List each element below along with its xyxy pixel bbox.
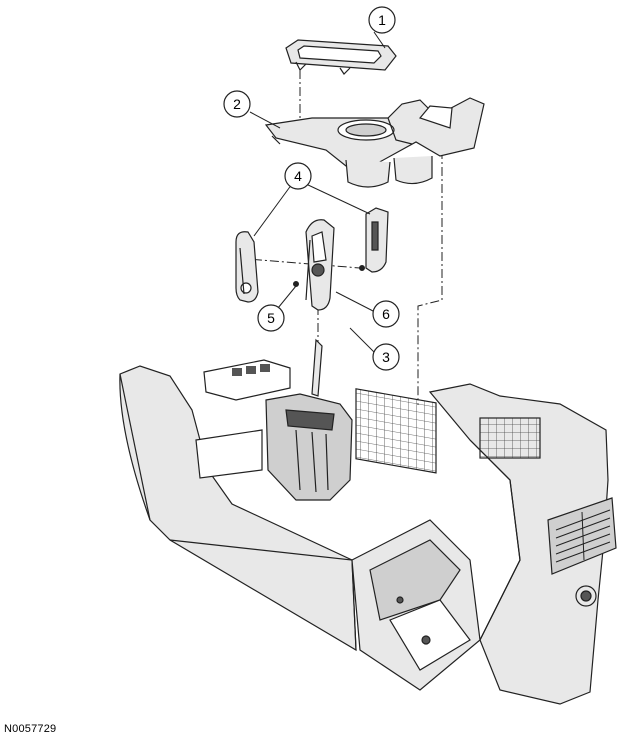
callout-2-label: 2 <box>233 96 241 112</box>
leader-part-2 <box>249 111 281 129</box>
part-3-console-body <box>119 338 617 705</box>
callout-1: 1 <box>368 6 396 34</box>
leader-part-1 <box>373 31 386 49</box>
callout-4-label: 4 <box>294 168 302 184</box>
part-5-screw <box>293 265 365 287</box>
callout-4: 4 <box>284 162 312 190</box>
part-4-left-trim <box>235 231 259 303</box>
part-2-cupholder <box>264 97 485 188</box>
callout-1-label: 1 <box>378 12 386 28</box>
callout-2: 2 <box>223 90 251 118</box>
part-6-shifter-trim <box>305 219 335 311</box>
callout-3-label: 3 <box>382 349 390 365</box>
callout-5-label: 5 <box>267 310 275 326</box>
part-1-bezel-trim <box>285 39 397 75</box>
callout-6: 6 <box>372 300 400 328</box>
callout-5: 5 <box>257 304 285 332</box>
figure-id: N0057729 <box>4 723 57 735</box>
callout-6-label: 6 <box>382 306 390 322</box>
part-4-right-trim <box>365 207 389 273</box>
leaders-part-4 <box>253 183 371 237</box>
leader-part-3 <box>349 327 375 353</box>
leader-part-6 <box>335 291 376 313</box>
leader-part-5 <box>277 285 297 309</box>
callout-3: 3 <box>372 343 400 371</box>
